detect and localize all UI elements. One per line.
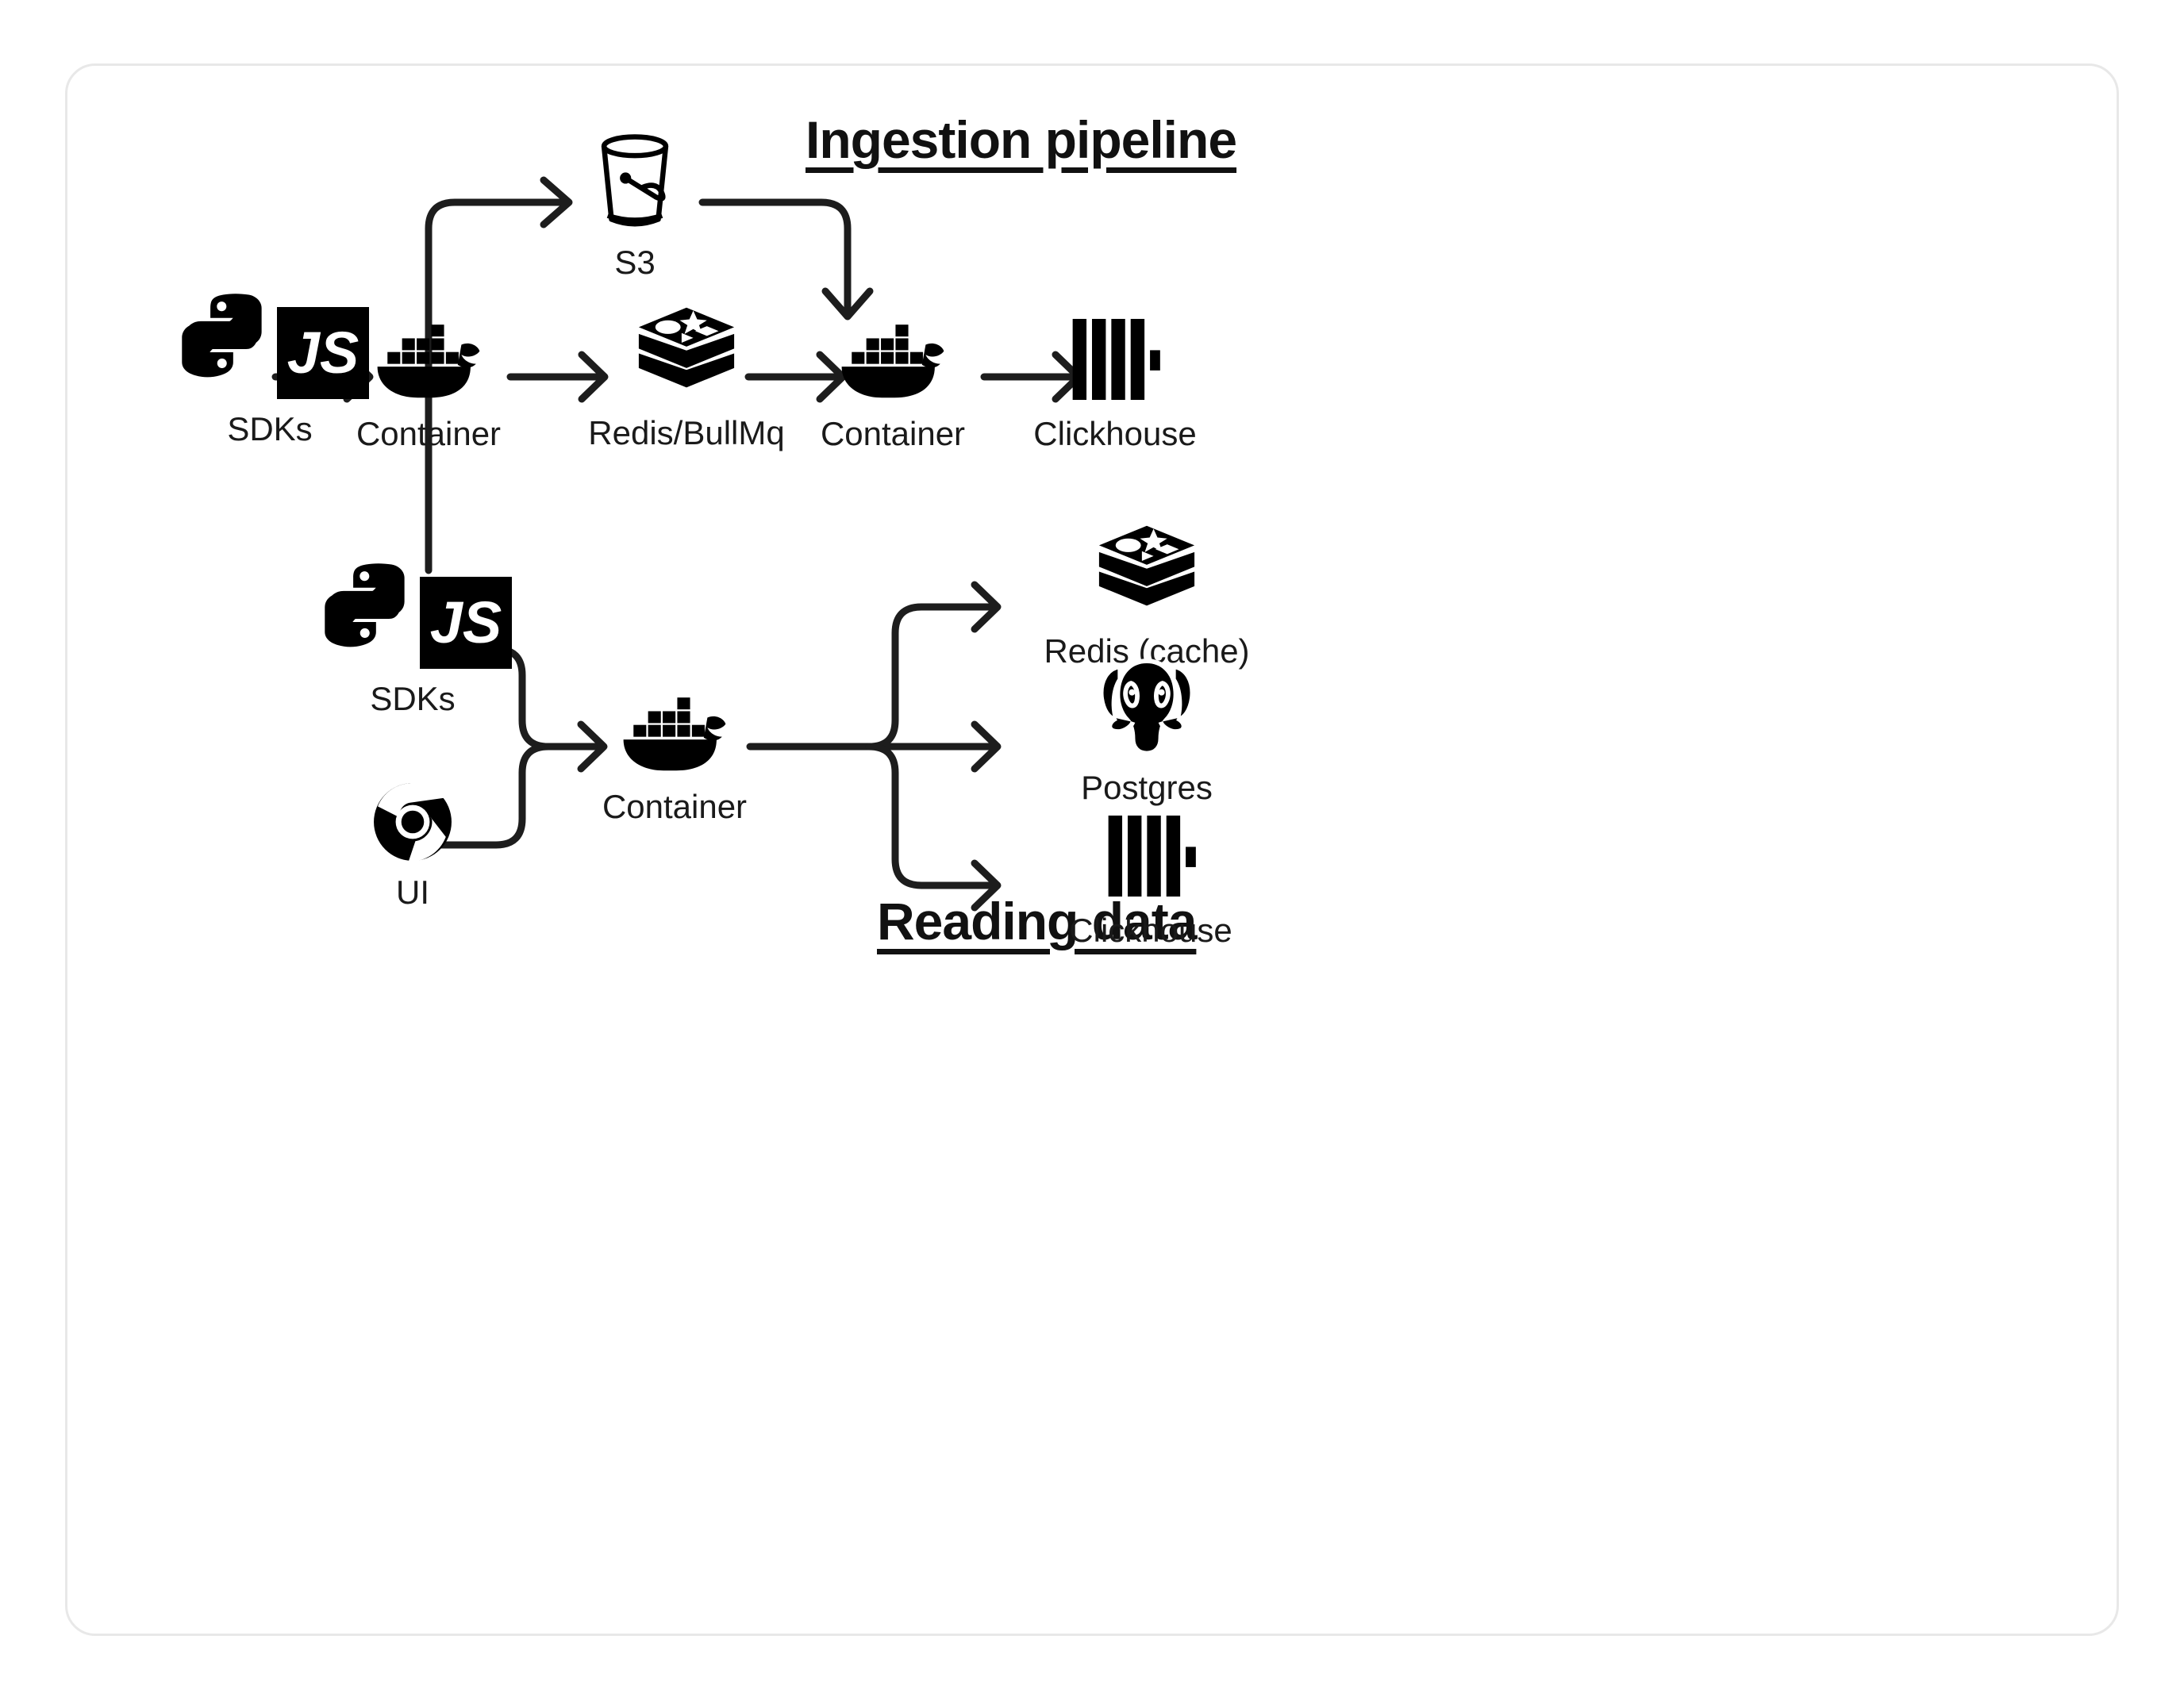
docker-whale-icon bbox=[838, 304, 948, 404]
s3-bucket-icon bbox=[588, 129, 682, 232]
node-label: Container bbox=[820, 415, 966, 452]
node-label: Postgres bbox=[1081, 769, 1213, 806]
postgres-elephant-icon bbox=[1096, 653, 1198, 758]
node-label: UI bbox=[396, 874, 429, 911]
ingestion-pipeline-title: Ingestion pipeline bbox=[806, 110, 1237, 169]
chrome-browser-icon bbox=[372, 780, 453, 862]
redis-stack-icon bbox=[1093, 518, 1201, 621]
javascript-icon: JS bbox=[277, 307, 369, 399]
node-ingestion-redis[interactable]: Redis/BullMq bbox=[563, 300, 809, 452]
node-label: SDKs bbox=[227, 410, 313, 447]
node-label: Container bbox=[602, 788, 748, 825]
edge-container-to-clickhouse-reading bbox=[865, 743, 1002, 912]
python-js-sdk-icon: JS bbox=[171, 288, 369, 399]
python-js-sdk-icon: JS bbox=[313, 558, 512, 669]
python-icon bbox=[325, 563, 405, 647]
node-ingestion-clickhouse[interactable]: Clickhouse bbox=[1000, 304, 1230, 453]
edge-container-to-redis-cache bbox=[865, 581, 1002, 751]
node-reading-redis-cache[interactable]: Redis (cache) bbox=[1012, 518, 1282, 670]
clickhouse-bars-icon bbox=[1105, 804, 1197, 900]
diagram-stage: Ingestion pipeline Reading data JS SDKs bbox=[67, 66, 2121, 1638]
redis-stack-icon bbox=[633, 300, 740, 403]
python-icon bbox=[182, 294, 262, 378]
node-reading-container[interactable]: Container bbox=[575, 677, 774, 826]
node-label: Container bbox=[356, 415, 502, 452]
edge-container-to-postgres bbox=[865, 720, 1002, 773]
node-reading-clickhouse[interactable]: Clickhouse bbox=[1036, 804, 1266, 950]
node-reading-sdks[interactable]: JS SDKs bbox=[298, 558, 528, 718]
node-label: Clickhouse bbox=[1033, 415, 1197, 452]
node-label: Redis/BullMq bbox=[588, 414, 785, 451]
docker-whale-icon bbox=[620, 677, 729, 777]
node-ingestion-sdks[interactable]: JS SDKs bbox=[155, 288, 385, 448]
node-reading-ui[interactable]: UI bbox=[306, 780, 520, 912]
node-label: S3 bbox=[614, 244, 656, 281]
clickhouse-bars-icon bbox=[1069, 304, 1161, 404]
diagram-card: Ingestion pipeline Reading data JS SDKs bbox=[65, 63, 2119, 1636]
reading-data-title: Reading data bbox=[877, 892, 1197, 950]
node-ingestion-s3[interactable]: S3 bbox=[575, 129, 694, 282]
node-reading-postgres[interactable]: Postgres bbox=[1044, 653, 1250, 807]
node-ingestion-container-1[interactable]: Container bbox=[329, 304, 528, 453]
docker-whale-icon bbox=[374, 304, 483, 404]
javascript-icon: JS bbox=[420, 577, 512, 669]
node-ingestion-container-2[interactable]: Container bbox=[794, 304, 992, 453]
node-label: SDKs bbox=[370, 680, 456, 717]
node-label: Clickhouse bbox=[1069, 912, 1232, 949]
